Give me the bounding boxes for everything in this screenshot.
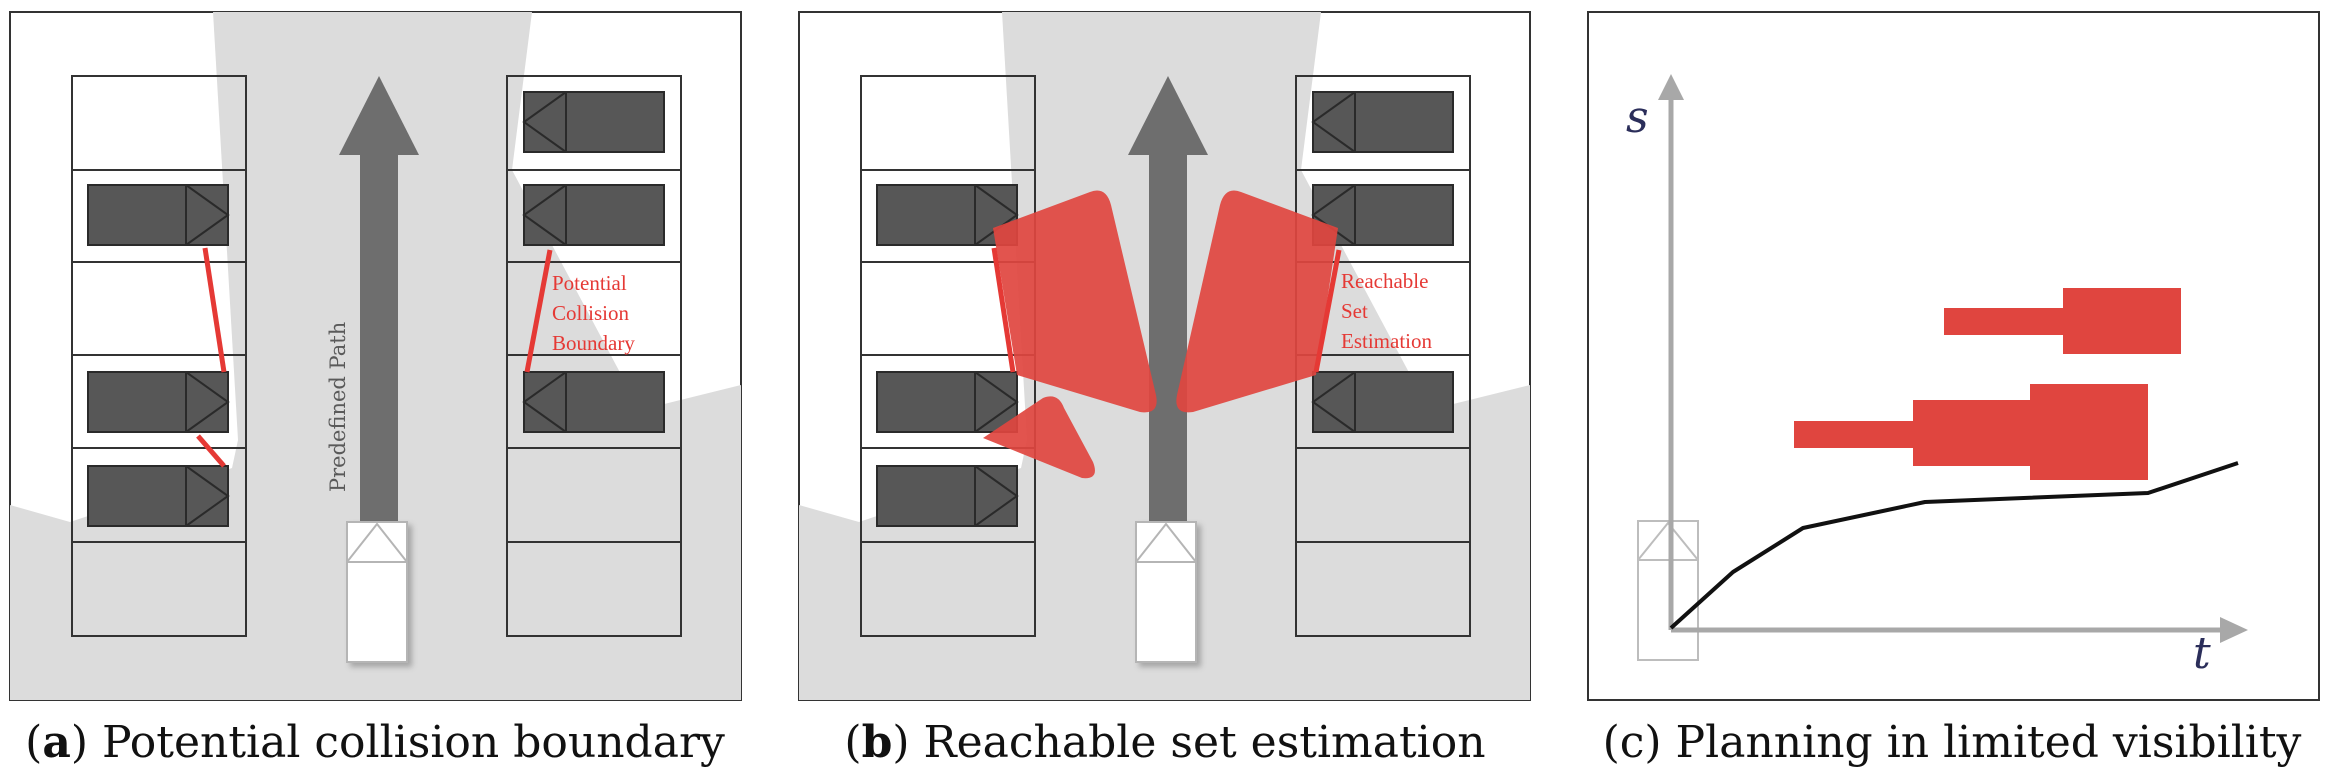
occupancy-regions [1794, 288, 2181, 480]
caption-text: Potential collision boundary [102, 717, 725, 768]
axis-s-label: s [1626, 92, 1649, 143]
caption-letter: a [42, 717, 71, 768]
parked-car-icon [1312, 91, 1454, 153]
parked-car-icon [523, 371, 665, 433]
panel-c: s t [1587, 11, 2320, 701]
annotation-line: Collision [552, 301, 630, 325]
panel-a: Predefined Path Potential Collision Boun… [9, 11, 742, 701]
caption-c: (c) Planning in limited visibility [1603, 717, 2302, 768]
parked-car-icon [87, 465, 229, 527]
caption-text: Planning in limited visibility [1676, 717, 2302, 768]
left-parking-column [71, 75, 247, 637]
ego-vehicle-icon [346, 521, 408, 663]
right-parking-column [506, 75, 682, 637]
caption-text: Reachable set estimation [924, 717, 1486, 768]
axis-t-label: t [2193, 628, 2211, 679]
parked-car-icon [523, 184, 665, 246]
panel-c-frame [1587, 11, 2320, 701]
parked-car-icon [876, 465, 1018, 527]
path-label: Predefined Path [326, 322, 350, 492]
annotation-line: Reachable [1341, 269, 1428, 293]
parked-car-icon [1312, 371, 1454, 433]
annotation-line: Estimation [1341, 329, 1432, 353]
ego-vehicle-icon [1135, 521, 1197, 663]
collision-boundary-lines [991, 247, 1342, 373]
planned-trajectory [1669, 461, 2239, 630]
caption-letter: b [862, 717, 893, 768]
st-axes [1658, 74, 2248, 643]
annotation-line: Boundary [552, 331, 635, 355]
ego-vehicle-icon [1637, 520, 1699, 661]
parked-car-icon [87, 371, 229, 433]
parked-car-icon [523, 91, 665, 153]
caption-b: (b) Reachable set estimation [844, 717, 1485, 768]
parked-car-icon [876, 371, 1018, 433]
annotation-line: Set [1341, 299, 1368, 323]
parked-car-icon [87, 184, 229, 246]
up-arrow-icon [1128, 76, 1208, 522]
panel-b: Reachable Set Estimation [798, 11, 1531, 701]
caption-a: (a) Potential collision boundary [25, 717, 725, 768]
up-arrow-icon [339, 76, 419, 522]
annotation-line: Potential [552, 271, 627, 295]
reachable-set-regions [983, 190, 1338, 479]
collision-boundary-lines [196, 247, 553, 468]
caption-letter: c [1620, 717, 1645, 768]
